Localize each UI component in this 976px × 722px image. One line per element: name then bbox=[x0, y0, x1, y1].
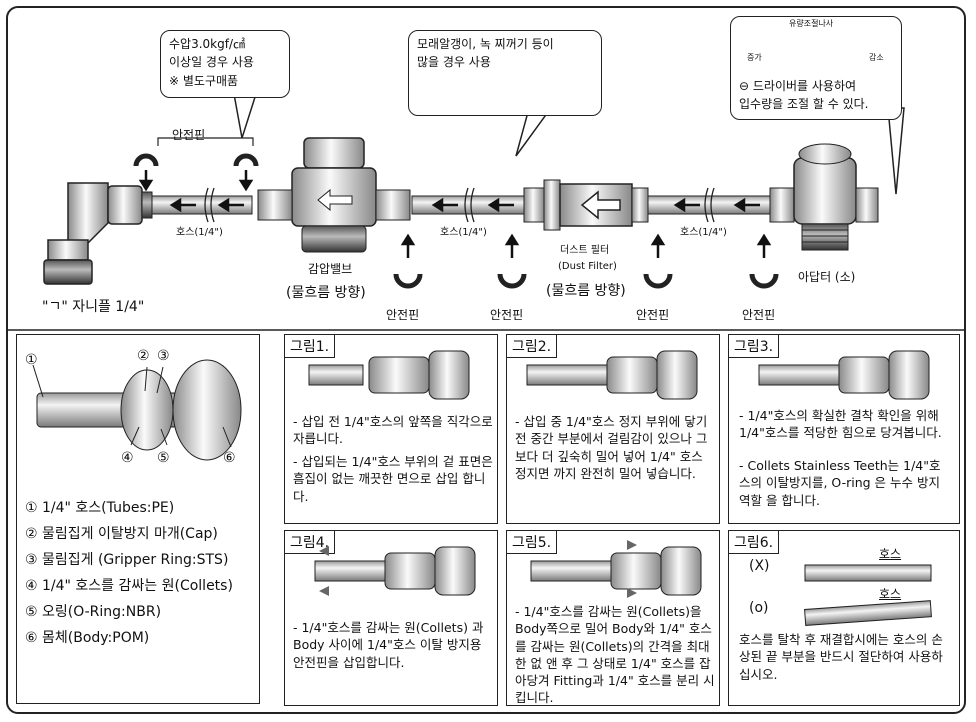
pressure-line1: 수압3.0kgf/㎠ bbox=[169, 37, 245, 51]
figure-6-title: 그림6. bbox=[729, 531, 780, 554]
marker-2: ② bbox=[137, 348, 150, 364]
filter-en-label: (Dust Filter) bbox=[558, 261, 617, 272]
figure-1-text-1: - 삽입 전 1/4"호스의 앞쪽을 직각으로 자릅니다. bbox=[293, 414, 493, 447]
figure-2-title: 그림2. bbox=[507, 335, 558, 358]
safety-pin-label-1: 안전핀 bbox=[386, 308, 420, 322]
adapter-icon bbox=[769, 143, 879, 251]
figure-5-panel: 그림5. - 1/4"호스를 감싸는 원(Collets)을 Body쪽으로 밀… bbox=[506, 530, 720, 706]
safety-pin-label-2: 안전핀 bbox=[490, 308, 524, 322]
dial-increase: 증가 bbox=[747, 53, 762, 62]
figure-1-title: 그림1. bbox=[285, 335, 336, 358]
figure-3-text-1: - 1/4"호스의 확실한 결착 확인을 위해 1/4"호스를 적당한 힘으로 … bbox=[739, 408, 942, 441]
adjust-callout: 유량조절나사 증가 감소 ⊖ 드라이버를 사용하여 입수량을 조절 할 수 있다… bbox=[730, 16, 902, 120]
legend-item-4: ④ 1/4" 호스를 감싸는 원(Collets) bbox=[25, 578, 233, 594]
prv-label: 감압밸브 bbox=[308, 262, 353, 276]
legend-item-6: ⑥ 몸체(Body:POM) bbox=[25, 630, 150, 646]
pressure-callout: 수압3.0kgf/㎠ 이상일 경우 사용 ※ 별도구매품 bbox=[160, 30, 290, 98]
elbow-nipple-icon bbox=[43, 182, 153, 285]
legend-item-1: ① 1/4" 호스(Tubes:PE) bbox=[25, 500, 175, 516]
figure-3-panel: 그림3. - 1/4"호스의 확실한 결착 확인을 위해 1/4"호스를 적당한… bbox=[728, 334, 960, 524]
figure-3-text-2: - Collets Stainless Teeth는 1/4"호스의 이탈방지를… bbox=[739, 458, 941, 508]
figure-6-hose-label-1: 호스 bbox=[879, 547, 902, 561]
flow-label-2: (물흐름 방향) bbox=[546, 283, 626, 299]
pressure-valve-icon bbox=[257, 137, 411, 253]
marker-4: ④ bbox=[121, 450, 134, 466]
figure-6-hose-label-2: 호스 bbox=[879, 587, 902, 601]
marker-1: ① bbox=[25, 352, 38, 368]
marker-3: ③ bbox=[157, 348, 170, 364]
figure-2-panel: 그림2. - 삽입 중 1/4"호스 정지 부위에 닿기 전 중간 부분에서 걸… bbox=[506, 334, 720, 524]
adapter-label: 아답터 (소) bbox=[798, 270, 856, 284]
hose-label-1: 호스(1/4") bbox=[176, 227, 223, 238]
pressure-callout-tail bbox=[233, 93, 258, 139]
figure-6-text-1: 호스를 탈착 후 재결합시에는 호스의 손상된 끝 부분을 반드시 절단하여 사… bbox=[739, 632, 943, 682]
parts-legend-panel: ① ② ③ ④ ⑤ ⑥ ① 1/4" 호스(Tubes:PE) ② 물림집게 이… bbox=[16, 334, 260, 704]
figure-4-text-1: - 1/4"호스를 감싸는 원(Collets) 과 Body 사이에 1/4"… bbox=[293, 620, 484, 670]
installation-diagram: 수압3.0kgf/㎠ 이상일 경우 사용 ※ 별도구매품 모래알갱이, 녹 찌꺼… bbox=[6, 6, 966, 714]
marker-6: ⑥ bbox=[223, 450, 236, 466]
sediment-line1: 모래알갱이, 녹 찌꺼기 등이 bbox=[417, 37, 554, 51]
safety-pin-top-label: 안전핀 bbox=[172, 128, 206, 142]
safety-pin-label-3: 안전핀 bbox=[636, 308, 670, 322]
fitting-cutaway-icon bbox=[32, 359, 242, 461]
figure-5-title: 그림5. bbox=[507, 531, 558, 554]
legend-item-3: ③ 물림집게 (Gripper Ring:STS) bbox=[25, 552, 229, 568]
dial-title: 유량조절나사 bbox=[789, 19, 834, 28]
adjust-line1: ⊖ 드라이버를 사용하여 bbox=[739, 79, 857, 93]
figure-6-x-label: (X) bbox=[749, 558, 770, 574]
figure-4-title: 그림4. bbox=[285, 531, 336, 554]
sediment-callout: 모래알갱이, 녹 찌꺼기 등이 많을 경우 사용 bbox=[408, 30, 602, 116]
legend-item-2: ② 물림집게 이탈방지 마개(Cap) bbox=[25, 526, 218, 542]
figure-6-panel: 그림6. (X) (o) 호스 호스 호스를 탈착 후 재결합시에는 호스의 손… bbox=[728, 530, 960, 706]
figure-3-title: 그림3. bbox=[729, 335, 780, 358]
safety-pin-icons bbox=[133, 153, 779, 289]
dust-filter-icon bbox=[523, 179, 649, 231]
hose-label-3: 호스(1/4") bbox=[680, 227, 727, 238]
adjust-callout-tail bbox=[887, 107, 905, 195]
nipple-label: "ㄱ" 자니플 1/4" bbox=[42, 299, 145, 315]
sediment-line2: 많을 경우 사용 bbox=[417, 55, 491, 69]
legend-item-5: ⑤ 오링(O-Ring:NBR) bbox=[25, 604, 162, 620]
adjust-line2: 입수량을 조절 할 수 있다. bbox=[739, 97, 869, 111]
pressure-line2: 이상일 경우 사용 bbox=[169, 55, 254, 69]
figure-1-text-2: - 삽입되는 1/4"호스 부위의 겉 표면은 흠집이 없는 깨끗한 면으로 삽… bbox=[293, 454, 493, 504]
figure-4-panel: 그림4. - 1/4"호스를 감싸는 원(Collets) 과 Body 사이에… bbox=[284, 530, 498, 706]
figure-6-o-label: (o) bbox=[749, 600, 769, 616]
marker-5: ⑤ bbox=[157, 450, 170, 466]
flow-label-1: (물흐름 방향) bbox=[286, 285, 366, 301]
dial-decrease: 감소 bbox=[869, 53, 884, 62]
safety-pin-label-4: 안전핀 bbox=[742, 308, 776, 322]
sediment-callout-tail bbox=[515, 111, 550, 157]
filter-ko-label: 더스트 필터 bbox=[560, 245, 610, 256]
pressure-line3: ※ 별도구매품 bbox=[169, 74, 239, 88]
figure-5-text-1: - 1/4"호스를 감싸는 원(Collets)을 Body쪽으로 밀어 Bod… bbox=[515, 604, 715, 706]
hose-cut-icons bbox=[804, 564, 932, 626]
figure-2-text-1: - 삽입 중 1/4"호스 정지 부위에 닿기 전 중간 부분에서 걸림감이 있… bbox=[515, 414, 708, 481]
figure-1-panel: 그림1. - 삽입 전 1/4"호스의 앞쪽을 직각으로 자릅니다. - 삽입되… bbox=[284, 334, 498, 524]
hose-label-2: 호스(1/4") bbox=[440, 227, 487, 238]
